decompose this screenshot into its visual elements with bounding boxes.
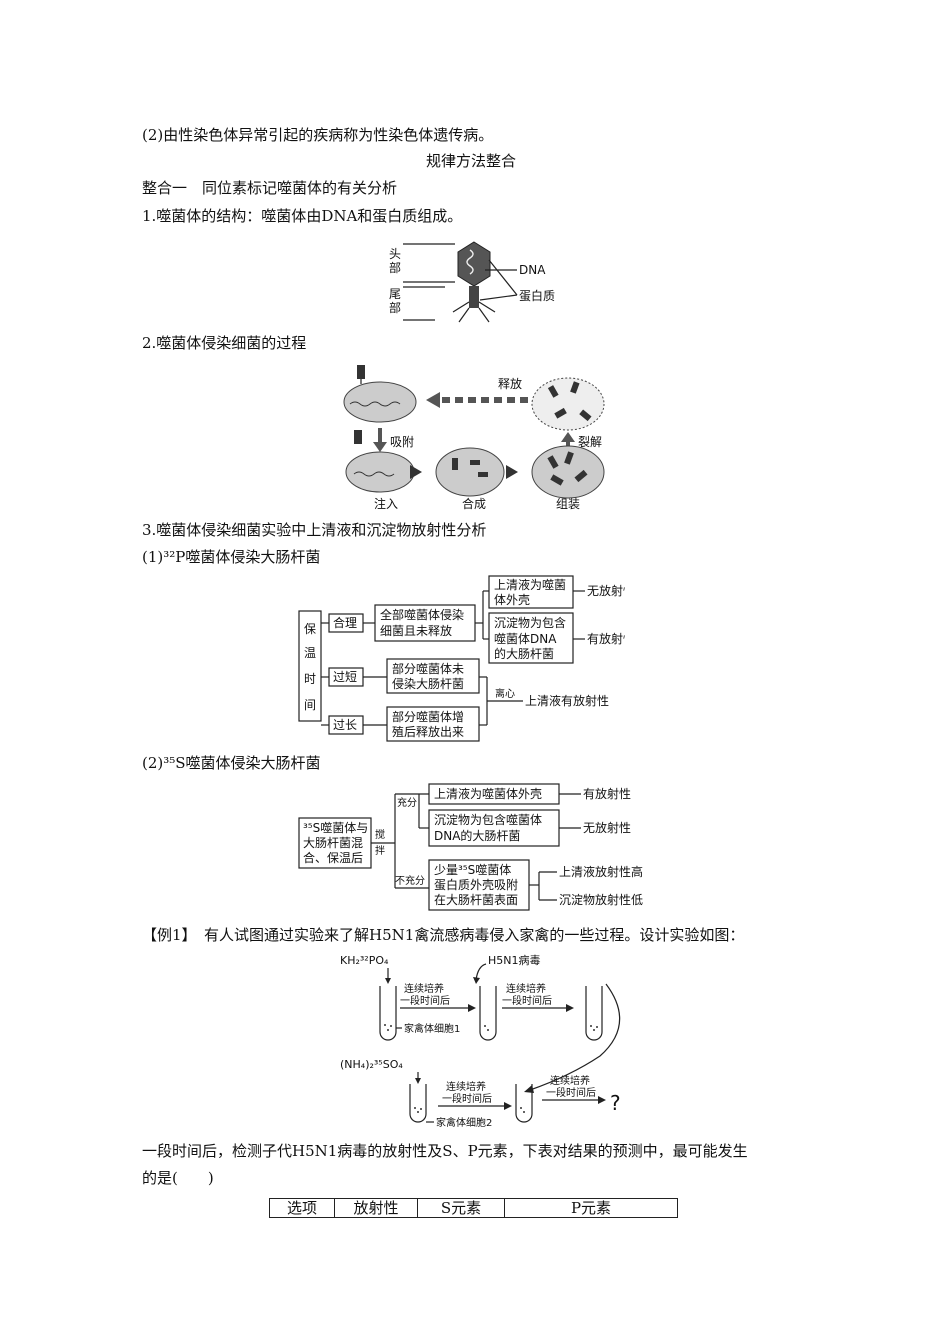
section-heading: 规律方法整合: [426, 152, 517, 170]
svg-text:一段时间后: 一段时间后: [400, 994, 450, 1007]
svg-text:温: 温: [304, 646, 316, 660]
s35-analysis-figure: ³⁵S噬菌体与 大肠杆菌混 合、保温后 搅 拌 充分 不充分 上清液为噬菌体外壳…: [298, 783, 643, 911]
svg-text:一段时间后: 一段时间后: [546, 1086, 596, 1099]
svg-text:家禽体细胞2: 家禽体细胞2: [436, 1116, 492, 1129]
svg-text:无放射性: 无放射性: [587, 583, 625, 598]
svg-text:连续培养: 连续培养: [506, 982, 546, 995]
svg-text:部分噬菌体增: 部分噬菌体增: [392, 709, 464, 724]
dna-label: DNA: [519, 263, 546, 277]
assemble-label: 组装: [556, 497, 580, 511]
svg-text:DNA的大肠杆菌: DNA的大肠杆菌: [434, 828, 520, 843]
svg-text:搅: 搅: [375, 828, 385, 841]
protein-label: 蛋白质: [519, 288, 555, 303]
svg-text:³⁵S噬菌体与: ³⁵S噬菌体与: [303, 820, 368, 835]
svg-text:有放射性: 有放射性: [583, 786, 631, 801]
svg-text:保: 保: [304, 622, 316, 636]
head-label-1: 头: [389, 247, 401, 261]
synth-label: 合成: [462, 496, 486, 511]
header-cell-s: S元素: [417, 1198, 505, 1218]
svg-text:KH₂³²PO₄: KH₂³²PO₄: [340, 954, 389, 967]
infection-process-figure: 释放 吸附 裂解 注入 合成 组装: [343, 365, 605, 511]
header-cell-radioactivity: 放射性: [334, 1198, 418, 1218]
header-cell-p: P元素: [504, 1198, 678, 1218]
paragraph-2: 2.噬菌体侵染细菌的过程: [142, 334, 307, 352]
svg-text:沉淀物为包含: 沉淀物为包含: [494, 615, 566, 630]
svg-text:无放射性: 无放射性: [583, 820, 631, 835]
svg-text:部: 部: [389, 260, 401, 275]
svg-text:有放射性: 有放射性: [587, 631, 625, 646]
svg-text:(NH₄)₂³⁵SO₄: (NH₄)₂³⁵SO₄: [340, 1058, 403, 1071]
svg-text:过短: 过短: [333, 670, 357, 684]
p32-analysis-figure: 保 温 时 间 合理 全部噬菌体侵染 细菌且未释放 上清液为噬菌 体外壳 无放射…: [298, 575, 625, 742]
svg-text:上清液为噬菌: 上清液为噬菌: [494, 577, 566, 592]
svg-text:噬菌体DNA: 噬菌体DNA: [494, 631, 557, 646]
svg-text:细菌且未释放: 细菌且未释放: [380, 623, 452, 638]
svg-text:体外壳: 体外壳: [494, 593, 530, 607]
svg-text:蛋白质外壳吸附: 蛋白质外壳吸附: [434, 877, 518, 892]
svg-text:拌: 拌: [375, 844, 385, 857]
svg-text:大肠杆菌混: 大肠杆菌混: [303, 836, 363, 850]
svg-text:不充分: 不充分: [395, 874, 425, 887]
svg-text:一段时间后: 一段时间后: [442, 1092, 492, 1105]
svg-text:家禽体细胞1: 家禽体细胞1: [404, 1022, 460, 1035]
svg-text:少量³⁵S噬菌体: 少量³⁵S噬菌体: [434, 862, 511, 877]
subsection-title: 整合一 同位素标记噬菌体的有关分析: [142, 179, 398, 197]
svg-text:?: ?: [610, 1091, 621, 1115]
lysis-label: 裂解: [578, 435, 602, 449]
options-table: 选项 放射性 S元素 P元素: [269, 1198, 678, 1218]
svg-text:合、保温后: 合、保温后: [303, 850, 363, 865]
svg-text:过长: 过长: [333, 718, 357, 732]
svg-text:全部噬菌体侵染: 全部噬菌体侵染: [380, 607, 464, 622]
h5n1-experiment-figure: KH₂³²PO₄ 连续培养 一段时间后 家禽体细胞1 H5N1病毒 连续培养 一…: [340, 953, 621, 1129]
paragraph-1: 1.噬菌体的结构：噬菌体由DNA和蛋白质组成。: [142, 207, 463, 225]
svg-text:上清液有放射性: 上清液有放射性: [525, 693, 609, 708]
svg-text:部: 部: [389, 300, 401, 315]
svg-text:H5N1病毒: H5N1病毒: [488, 953, 541, 967]
svg-text:间: 间: [304, 698, 316, 712]
svg-text:离心: 离心: [495, 687, 515, 700]
paragraph-3: 3.噬菌体侵染细菌实验中上清液和沉淀物放射性分析: [142, 521, 487, 539]
svg-text:时: 时: [304, 672, 316, 686]
svg-text:连续培养: 连续培养: [446, 1080, 486, 1093]
svg-text:沉淀物放射性低: 沉淀物放射性低: [559, 892, 643, 907]
svg-text:在大肠杆菌表面: 在大肠杆菌表面: [434, 893, 518, 907]
question-line-2: 的是( ): [142, 1169, 214, 1187]
svg-text:充分: 充分: [397, 796, 417, 809]
svg-text:侵染大肠杆菌: 侵染大肠杆菌: [392, 676, 464, 691]
header-cell-option: 选项: [269, 1198, 335, 1218]
svg-text:沉淀物为包含噬菌体: 沉淀物为包含噬菌体: [434, 812, 542, 827]
svg-text:尾: 尾: [389, 287, 401, 301]
text-line-1: (2)由性染色体异常引起的疾病称为性染色体遗传病。: [142, 126, 494, 144]
paragraph-3a: (1)³²P噬菌体侵染大肠杆菌: [142, 548, 321, 566]
svg-text:一段时间后: 一段时间后: [502, 994, 552, 1007]
example-1: 【例1】 有人试图通过实验来了解H5N1禽流感病毒侵入家禽的一些过程。设计实验如…: [142, 926, 745, 944]
release-label: 释放: [498, 376, 522, 391]
inject-label: 注入: [374, 496, 398, 511]
svg-text:殖后释放出来: 殖后释放出来: [392, 724, 464, 739]
svg-text:部分噬菌体未: 部分噬菌体未: [392, 661, 464, 676]
paragraph-3b: (2)³⁵S噬菌体侵染大肠杆菌: [142, 754, 321, 772]
adsorb-label: 吸附: [390, 435, 414, 449]
ok-label: 合理: [333, 615, 357, 630]
svg-text:连续培养: 连续培养: [550, 1074, 590, 1087]
table-header-row: 选项 放射性 S元素 P元素: [269, 1198, 678, 1218]
svg-text:连续培养: 连续培养: [404, 982, 444, 995]
question-line-1: 一段时间后，检测子代H5N1病毒的放射性及S、P元素，下表对结果的预测中，最可能…: [142, 1142, 748, 1160]
phage-structure-figure: 头 部 尾 部 DNA 蛋白质: [389, 241, 555, 323]
svg-text:上清液放射性高: 上清液放射性高: [559, 864, 643, 879]
svg-text:的大肠杆菌: 的大肠杆菌: [494, 646, 554, 661]
svg-text:上清液为噬菌体外壳: 上清液为噬菌体外壳: [434, 786, 542, 801]
